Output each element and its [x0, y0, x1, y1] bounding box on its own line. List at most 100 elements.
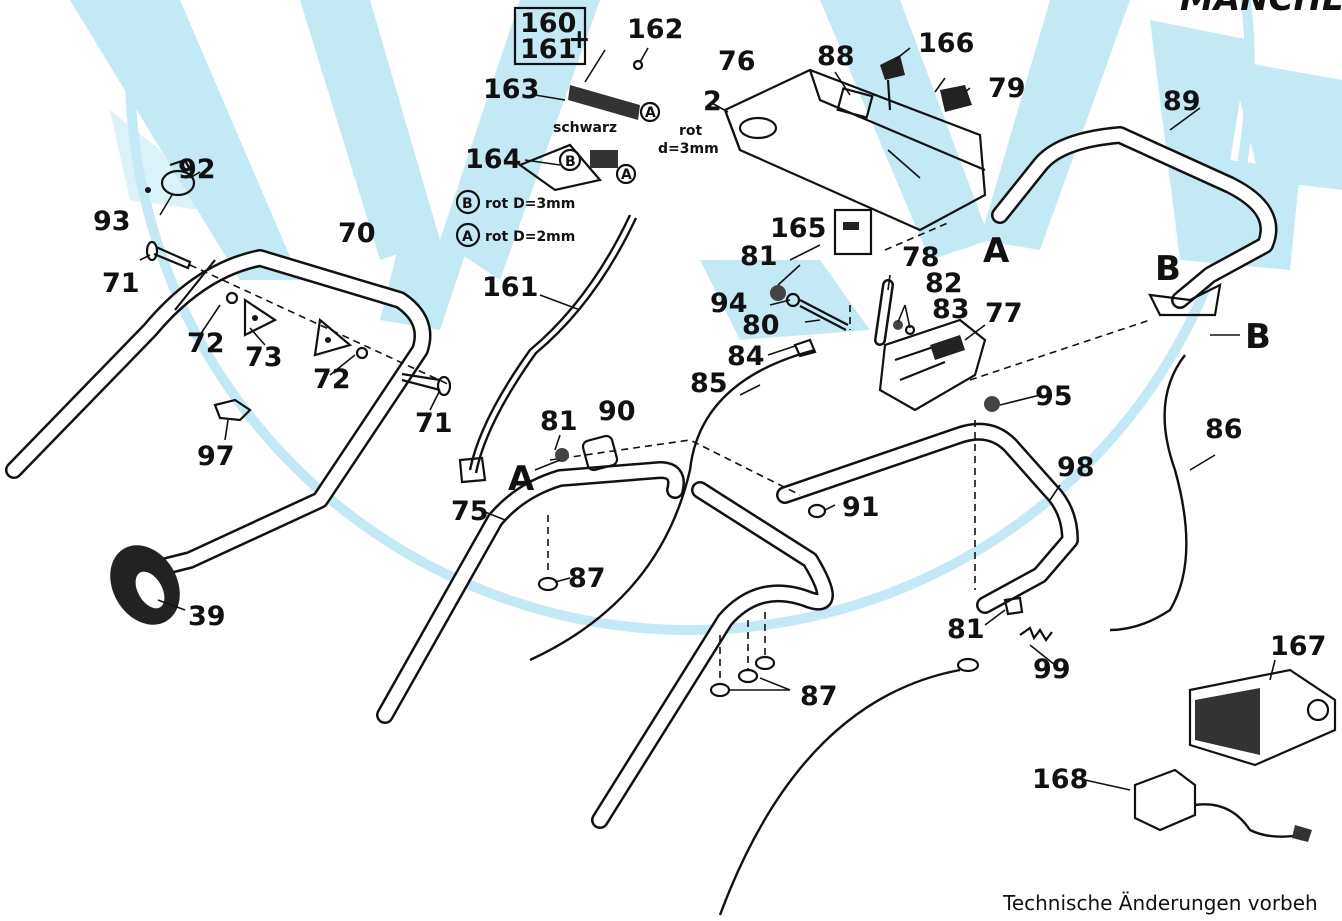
- bail-98: [776, 422, 1079, 614]
- label-163: 163: [483, 74, 539, 105]
- wiring-notes: schwarz A rot d=3mm B A B rot D=3mm A ro…: [455, 101, 719, 248]
- legend-circle-a: [455, 222, 481, 248]
- label-78: 78: [902, 242, 940, 273]
- control-box-76: [723, 68, 987, 232]
- label-161-box: 161: [520, 34, 576, 65]
- part-labels: 160 161 + 162 163 164 76 2 88 166 79 89 …: [93, 6, 1326, 795]
- clip-97: [213, 398, 252, 422]
- legend-circle-b: [455, 189, 481, 215]
- label-81-bottom: 81: [947, 614, 985, 645]
- circle-b-connector: [558, 148, 582, 172]
- label-81-mid: 81: [540, 406, 578, 437]
- spring-99: [956, 626, 1053, 673]
- handlebar-89: [991, 126, 1278, 317]
- cable-85: [529, 348, 816, 662]
- label-80: 80: [742, 310, 780, 341]
- label-box-160-161: [513, 6, 587, 66]
- label-92: 92: [178, 154, 216, 185]
- label-86: 86: [1205, 414, 1243, 445]
- switch-79: [940, 85, 972, 112]
- label-166: 166: [918, 28, 974, 59]
- screw-91: [807, 503, 827, 519]
- wiring-harness-161: [458, 214, 638, 484]
- cable-99-bowden: [718, 668, 961, 916]
- key-166: [880, 55, 905, 111]
- washer-72: [225, 291, 369, 360]
- charger-168: [1133, 768, 1312, 842]
- label-162: 162: [627, 14, 683, 45]
- label-88: 88: [817, 41, 855, 72]
- watermark-logo: [70, 0, 1342, 635]
- label-2: 2: [703, 86, 722, 117]
- label-73: 73: [245, 342, 283, 373]
- letter-B-lower: B: [1245, 317, 1271, 357]
- label-160: 160: [520, 8, 576, 39]
- nut-95: [984, 396, 1000, 412]
- label-87-right: 87: [800, 681, 838, 712]
- label-76: 76: [718, 46, 756, 77]
- cable-86: [1109, 354, 1188, 632]
- label-90: 90: [598, 396, 636, 427]
- assembly-line-87: [547, 515, 766, 685]
- label-71-left: 71: [102, 268, 140, 299]
- brake-lever-77: [878, 318, 987, 412]
- label-167: 167: [1270, 631, 1326, 662]
- transformer-167: [1188, 668, 1337, 767]
- leader-lines: [139, 47, 1276, 791]
- label-84: 84: [727, 341, 765, 372]
- label-165: 165: [770, 213, 826, 244]
- screw-162: [632, 59, 644, 71]
- washer-82-83: [893, 320, 916, 336]
- connector-164: [517, 143, 618, 192]
- label-99: 99: [1033, 654, 1071, 685]
- label-91: 91: [842, 492, 880, 523]
- label-93: 93: [93, 206, 131, 237]
- legend-circle-a-letter: A: [462, 229, 473, 245]
- label-70: 70: [338, 218, 376, 249]
- bolt-80: [799, 299, 849, 331]
- lever-78: [874, 279, 894, 346]
- handle-upper-left-70: [5, 249, 432, 579]
- circle-a-top: [639, 101, 661, 123]
- label-72-left: 72: [187, 328, 225, 359]
- footer-note: Technische Änderungen vorbeh: [1002, 891, 1318, 915]
- circle-a-connector-letter: A: [621, 167, 632, 183]
- label-89: 89: [1163, 86, 1201, 117]
- note-rot: rot: [679, 123, 703, 139]
- knob-39: [110, 545, 180, 625]
- label-85: 85: [690, 368, 728, 399]
- note-schwarz: schwarz: [553, 120, 617, 136]
- nut-81-lower: [1003, 596, 1024, 616]
- letter-B-upper: B: [1155, 249, 1181, 289]
- label-83: 83: [932, 294, 970, 325]
- label-39: 39: [188, 601, 226, 632]
- note-d3mm: d=3mm: [658, 141, 719, 157]
- label-71-right: 71: [415, 408, 453, 439]
- label-79: 79: [988, 73, 1026, 104]
- switch-160: [568, 85, 640, 120]
- circle-a-connector: [615, 163, 637, 185]
- label-95: 95: [1035, 381, 1073, 412]
- label-161: 161: [482, 272, 538, 303]
- letter-A-lower: A: [508, 459, 535, 499]
- clip-92: [145, 158, 196, 197]
- assembly-lines-brake: [849, 221, 1151, 590]
- label-75: 75: [451, 496, 489, 527]
- label-81-top: 81: [740, 241, 778, 272]
- circle-a-top-letter: A: [645, 105, 656, 121]
- letter-A-upper: A: [983, 231, 1010, 271]
- capacitor-90: [555, 434, 619, 472]
- label-72-right: 72: [313, 364, 351, 395]
- label-94: 94: [710, 288, 748, 319]
- legend-rot-2mm: rot D=2mm: [485, 229, 575, 245]
- legend-rot-3mm: rot D=3mm: [485, 196, 575, 212]
- label-77: 77: [985, 298, 1023, 329]
- label-168: 168: [1032, 764, 1088, 795]
- label-164: 164: [465, 144, 521, 175]
- label-82: 82: [925, 268, 963, 299]
- label-97: 97: [197, 441, 235, 472]
- cable-end-84: [793, 338, 817, 358]
- label-98: 98: [1057, 452, 1095, 483]
- legend-circle-b-letter: B: [462, 196, 473, 212]
